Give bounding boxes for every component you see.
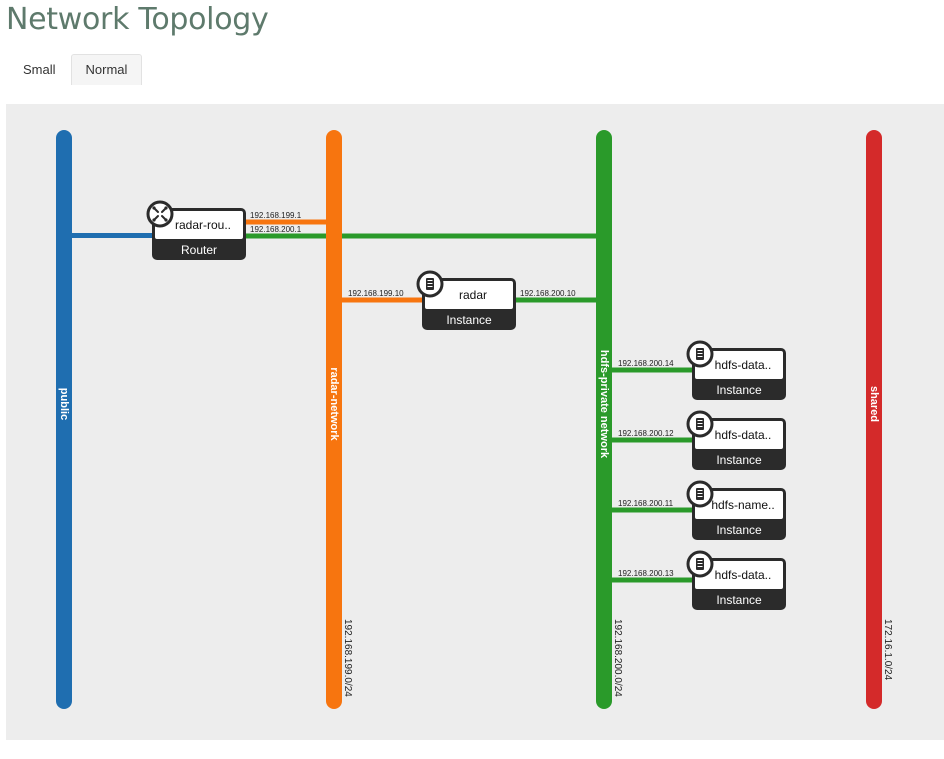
router-gateway-link: [64, 233, 152, 238]
instance-node[interactable]: hdfs-name.. Instance: [686, 480, 786, 540]
port-ip-label: 192.168.200.13: [618, 569, 674, 578]
device-name: hdfs-data..: [715, 358, 772, 372]
port-ip-label: 192.168.200.1: [250, 225, 302, 234]
device-type: Instance: [716, 523, 762, 537]
port-ip-label: 192.168.199.1: [250, 211, 302, 220]
network-public[interactable]: public: [56, 130, 72, 709]
server-icon: [686, 550, 714, 578]
view-size-tabs: Small Normal: [8, 54, 143, 85]
port-ip-label: 192.168.199.10: [348, 289, 404, 298]
port-link: [604, 437, 692, 443]
tab-normal[interactable]: Normal: [70, 54, 143, 85]
device-name-box: [695, 351, 783, 379]
device-name: radar: [459, 288, 487, 302]
port-ip-label: 192.168.200.12: [618, 429, 674, 438]
instance-node[interactable]: hdfs-data.. Instance: [686, 410, 786, 470]
router-icon: [146, 200, 174, 228]
network-bar[interactable]: [596, 130, 612, 709]
device-name: hdfs-name..: [711, 498, 774, 512]
port-link: [604, 577, 692, 583]
server-icon: [686, 340, 714, 368]
device-name-box: [695, 561, 783, 589]
topology-svg: 192.168.199.1 192.168.200.1 192.168.199.10…: [56, 130, 893, 709]
server-icon: [686, 410, 714, 438]
device-name-box: [695, 491, 783, 519]
port-link: [334, 297, 422, 303]
network-hdfs[interactable]: hdfs-private network 192.168.200.0/24: [596, 130, 623, 709]
device-name: radar-rou..: [175, 218, 231, 232]
port-link: [246, 233, 604, 239]
server-icon: [416, 270, 444, 298]
port-link: [604, 367, 692, 373]
page-title: Network Topology: [6, 2, 269, 37]
instance-node[interactable]: hdfs-data.. Instance: [686, 340, 786, 400]
network-bar[interactable]: [866, 130, 882, 709]
network-name: hdfs-private network: [598, 350, 610, 459]
device-type: Instance: [716, 453, 762, 467]
network-cidr: 192.168.200.0/24: [612, 619, 623, 697]
port-ip-label: 192.168.200.14: [618, 359, 674, 368]
device-name-box: [425, 281, 513, 309]
network-shared[interactable]: shared 172.16.1.0/24: [866, 130, 893, 709]
port-ip-label: 192.168.200.10: [520, 289, 576, 298]
device-name-box: [695, 421, 783, 449]
network-radar[interactable]: radar-network 192.168.199.0/24: [326, 130, 353, 709]
device-name: hdfs-data..: [715, 428, 772, 442]
network-cidr: 192.168.199.0/24: [342, 619, 353, 697]
port-link: [516, 297, 604, 303]
network-cidr: 172.16.1.0/24: [882, 619, 893, 681]
port-link: [246, 219, 334, 225]
port-link: [604, 507, 692, 513]
port-ip-label: 192.168.200.11: [618, 499, 674, 508]
instance-node[interactable]: hdfs-data.. Instance: [686, 550, 786, 610]
network-bar[interactable]: [56, 130, 72, 709]
network-name: shared: [868, 386, 880, 422]
topology-canvas: 192.168.199.1 192.168.200.1 192.168.199.10…: [6, 104, 944, 740]
device-name: hdfs-data..: [715, 568, 772, 582]
server-icon: [686, 480, 714, 508]
devices-layer: radar-rou..RouterradarInstancehdfs-data.…: [146, 200, 786, 610]
network-name: public: [58, 388, 70, 420]
device-type: Instance: [716, 383, 762, 397]
device-type: Instance: [716, 593, 762, 607]
device-type: Router: [181, 243, 217, 257]
networks-layer: public radar-network 192.168.199.0/24 hdfs-…: [56, 130, 893, 709]
router-node[interactable]: radar-rou.. Router: [146, 200, 246, 260]
tab-small[interactable]: Small: [23, 62, 56, 77]
network-name: radar-network: [328, 367, 340, 441]
network-bar[interactable]: [326, 130, 342, 709]
device-type: Instance: [446, 313, 492, 327]
device-name-box: [155, 211, 243, 239]
links-layer: 192.168.199.1 192.168.200.1 192.168.199.10…: [64, 211, 692, 583]
